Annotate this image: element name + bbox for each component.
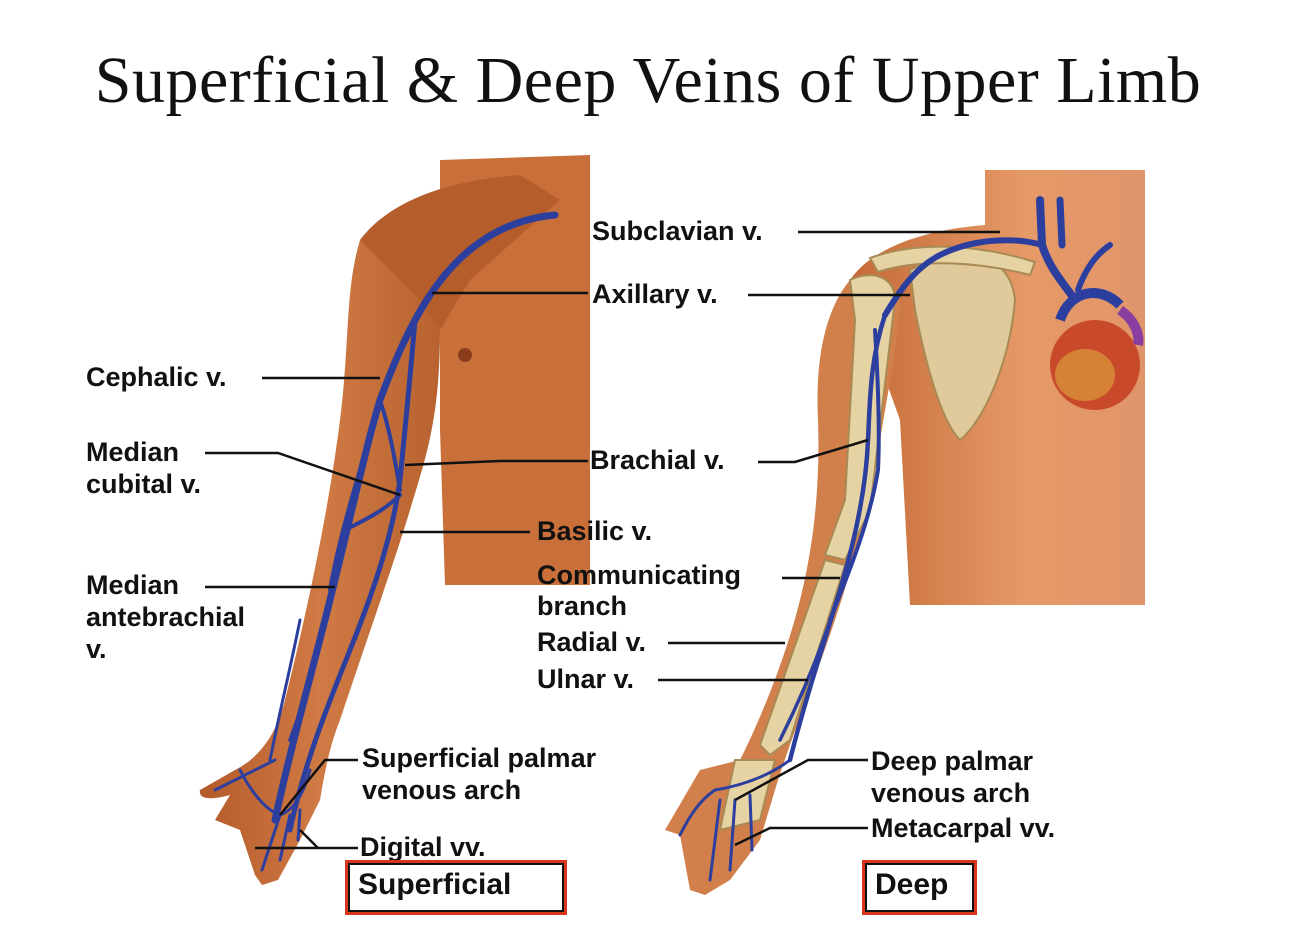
- nipple: [458, 348, 472, 362]
- label-basilic: Basilic v.: [537, 516, 653, 546]
- label-superficial-arch-1: Superficial palmar: [362, 743, 597, 773]
- label-deep-arch-2: venous arch: [871, 778, 1031, 808]
- deep-box: Deep: [862, 860, 977, 915]
- label-cephalic: Cephalic v.: [86, 362, 227, 392]
- heart: [1050, 288, 1144, 410]
- label-communicating-1: Communicating: [537, 560, 742, 590]
- label-communicating-2: branch: [537, 591, 628, 621]
- label-median-antebrachial-2: antebrachial: [86, 602, 246, 632]
- forearm-bones: [758, 558, 847, 757]
- label-median-cubital-1: Median: [86, 437, 180, 467]
- label-axillary: Axillary v.: [592, 279, 718, 309]
- label-median-cubital-2: cubital v.: [86, 469, 202, 499]
- superficial-box: Superficial: [345, 860, 567, 915]
- label-ulnar: Ulnar v.: [537, 664, 635, 694]
- label-digital: Digital vv.: [360, 832, 486, 862]
- deep-veins: [678, 196, 1113, 882]
- label-subclavian: Subclavian v.: [592, 216, 763, 246]
- label-metacarpal: Metacarpal vv.: [871, 813, 1056, 843]
- deep-figure: [665, 170, 1145, 895]
- label-median-antebrachial-3: v.: [86, 634, 107, 664]
- clavicle: [868, 245, 1037, 277]
- right-arm: [665, 280, 900, 895]
- label-brachial: Brachial v.: [590, 445, 725, 475]
- page-title: Superficial & Deep Veins of Upper Limb: [94, 44, 1202, 117]
- label-median-antebrachial-1: Median: [86, 570, 180, 600]
- label-deep-arch-1: Deep palmar: [871, 746, 1034, 776]
- label-superficial-arch-2: venous arch: [362, 775, 522, 805]
- label-radial: Radial v.: [537, 627, 647, 657]
- leader-lines: [205, 230, 1000, 850]
- superficial-figure: [199, 155, 590, 885]
- superficial-veins: [213, 211, 559, 872]
